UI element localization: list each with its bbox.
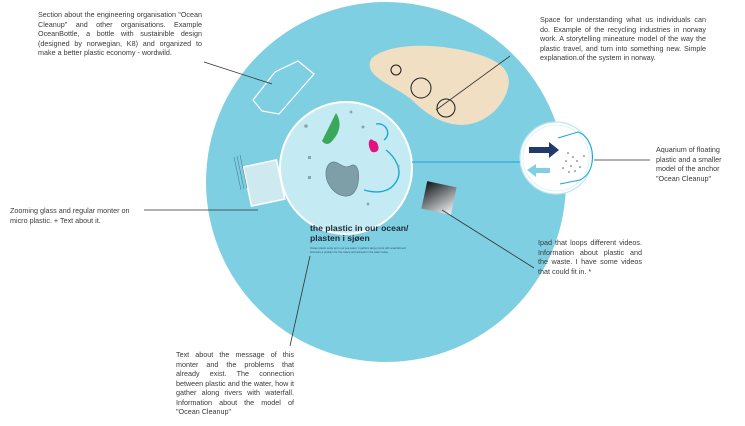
aquarium-inner [522, 124, 590, 192]
aquarium-arrow-top-head [549, 142, 559, 158]
ipad-screen [421, 181, 457, 215]
board-title: the plastic in our ocean/ plasten i sjøe… [310, 223, 409, 244]
aquarium-arrow-bottom [536, 168, 550, 173]
green-plastic-piece [322, 113, 340, 144]
debris-1 [304, 124, 308, 128]
annotation-aquarium: Aquarium of floating plastic and a small… [656, 145, 722, 183]
debris-2 [361, 125, 365, 129]
debris-3 [349, 110, 353, 114]
engineering-display-outline [252, 60, 315, 115]
recycle-model-small [390, 64, 402, 76]
blue-current-line [363, 123, 400, 193]
annotation-ipad: Ipad that loops different videos. Inform… [538, 238, 642, 276]
debris-7 [397, 165, 400, 168]
annotation-recycling: Space for understanding what us individu… [540, 15, 706, 62]
recycle-model-medium [410, 77, 432, 99]
recycling-area [369, 45, 509, 125]
debris-4 [366, 202, 370, 206]
debris-6 [308, 176, 311, 179]
leader-recycling [435, 55, 511, 111]
annotation-engineering: Section about the engineering organisati… [38, 10, 202, 57]
aquarium-arrow-bottom-head [527, 164, 536, 177]
grey-plastic-blob [325, 161, 359, 197]
annotation-zoom: Zooming glass and regular monter on micr… [10, 206, 130, 225]
central-platform-rim [279, 101, 413, 235]
leader-lines [144, 55, 650, 347]
aquarium-anchor-model [557, 131, 593, 185]
recycle-model-large [436, 98, 456, 118]
aquarium-floating-plastic [562, 152, 585, 173]
annotation-message: Text about the message of this monter an… [176, 350, 294, 416]
board-body-text: Ocean plastic ends up in our sea water, … [310, 247, 406, 254]
zoom-monitor [242, 159, 286, 207]
magenta-plastic-piece [368, 139, 379, 153]
zoom-monitor-text [233, 154, 248, 191]
debris-5 [308, 156, 311, 159]
aquarium-outline [519, 121, 593, 195]
leader-engineering [203, 61, 273, 85]
aquarium-arrow-top [529, 147, 549, 153]
leader-message [289, 255, 311, 347]
leader-ipad [441, 209, 535, 269]
